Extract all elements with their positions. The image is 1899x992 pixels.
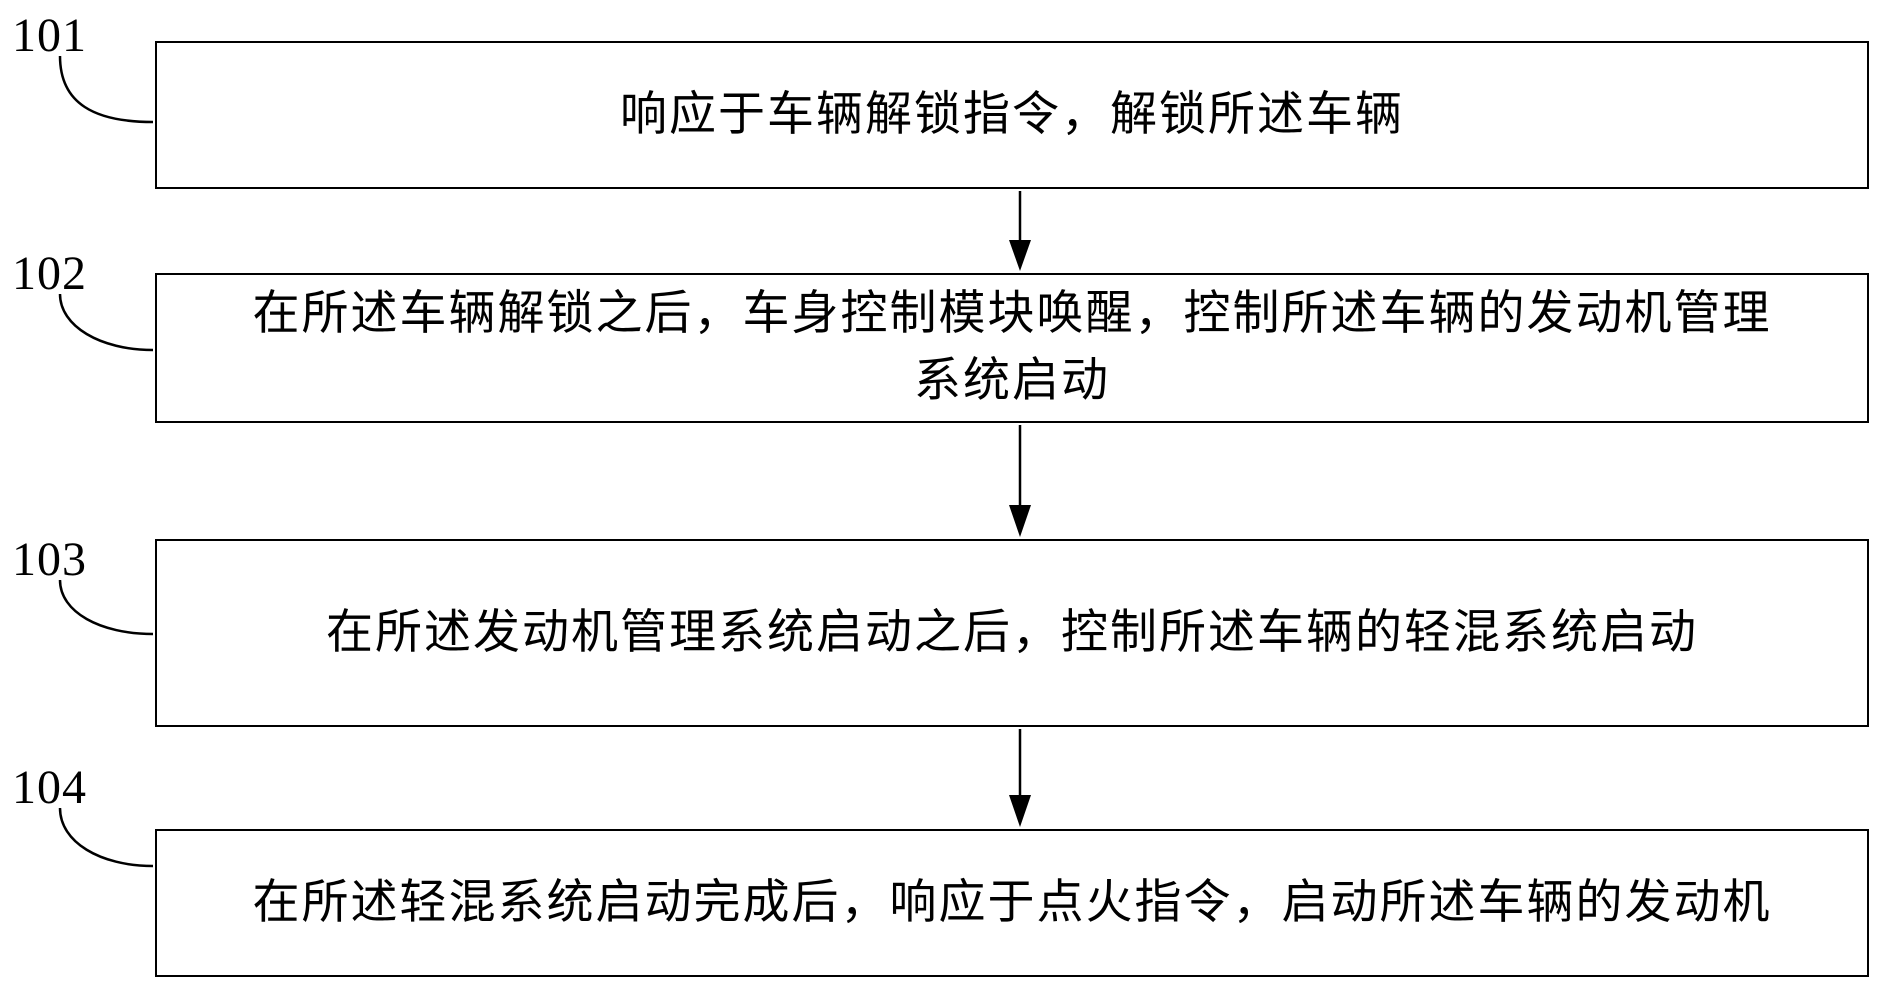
step-label-102: 102 (12, 247, 87, 300)
leader-curve-102 (58, 293, 154, 352)
step-box-104-line-1: 在所述轻混系统启动完成后，响应于点火指令，启动所述车辆的发动机 (252, 876, 1772, 929)
flow-arrow-102-103 (1009, 425, 1031, 537)
step-box-102-text: 在所述车辆解锁之后，车身控制模块唤醒，控制所述车辆的发动机管理 系统启动 (253, 281, 1772, 414)
step-box-102-line-1: 在所述车辆解锁之后，车身控制模块唤醒，控制所述车辆的发动机管理 (252, 288, 1772, 341)
flow-arrow-102-103-head (1009, 505, 1031, 537)
leader-curve-104 (58, 807, 154, 868)
step-box-103-line-1: 在所述发动机管理系统启动之后，控制所述车辆的轻混系统启动 (326, 606, 1698, 659)
step-box-104-text: 在所述轻混系统启动完成后，响应于点火指令，启动所述车辆的发动机 (253, 870, 1772, 937)
step-box-101: 响应于车辆解锁指令，解锁所述车辆 (155, 41, 1869, 189)
flow-arrow-101-102 (1009, 191, 1031, 271)
step-label-104: 104 (12, 761, 87, 814)
step-box-102: 在所述车辆解锁之后，车身控制模块唤醒，控制所述车辆的发动机管理 系统启动 (155, 273, 1869, 423)
step-box-104: 在所述轻混系统启动完成后，响应于点火指令，启动所述车辆的发动机 (155, 829, 1869, 977)
leader-curve-101 (58, 55, 154, 124)
leader-curve-103 (58, 579, 154, 636)
step-box-102-line-2: 系统启动 (914, 355, 1110, 407)
step-box-103: 在所述发动机管理系统启动之后，控制所述车辆的轻混系统启动 (155, 539, 1869, 727)
flow-arrow-101-102-head (1009, 240, 1031, 271)
flow-arrow-103-104 (1009, 729, 1031, 827)
step-label-101: 101 (12, 9, 87, 62)
step-box-101-line-1: 响应于车辆解锁指令，解锁所述车辆 (620, 88, 1404, 141)
step-box-101-text: 响应于车辆解锁指令，解锁所述车辆 (620, 82, 1404, 149)
step-label-103: 103 (12, 533, 87, 586)
flow-arrow-103-104-head (1009, 795, 1031, 827)
step-box-103-text: 在所述发动机管理系统启动之后，控制所述车辆的轻混系统启动 (326, 600, 1698, 667)
